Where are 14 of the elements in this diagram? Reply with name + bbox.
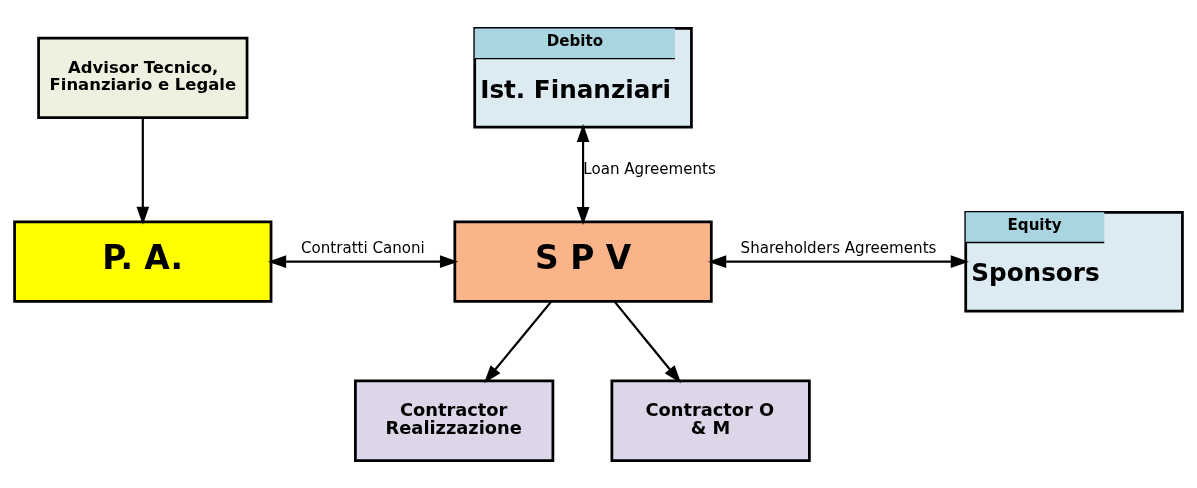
edge-label: Loan Agreements <box>583 159 716 178</box>
arrow <box>268 254 459 268</box>
node-box: S P V <box>453 220 713 303</box>
arrow <box>483 300 553 383</box>
arrow <box>613 300 682 383</box>
arrow <box>576 123 590 225</box>
edge-label: Shareholders Agreements <box>740 238 937 257</box>
edge-label: Contratti Canoni <box>301 238 425 257</box>
node-box: P. A. <box>13 220 273 303</box>
node-box: Contractor Realizzazione <box>354 379 555 462</box>
node-box: Advisor Tecnico, Finanziario e Legale <box>37 36 249 119</box>
arrow <box>136 117 150 225</box>
arrow <box>708 254 969 268</box>
node-box: Contractor O & M <box>610 379 811 462</box>
